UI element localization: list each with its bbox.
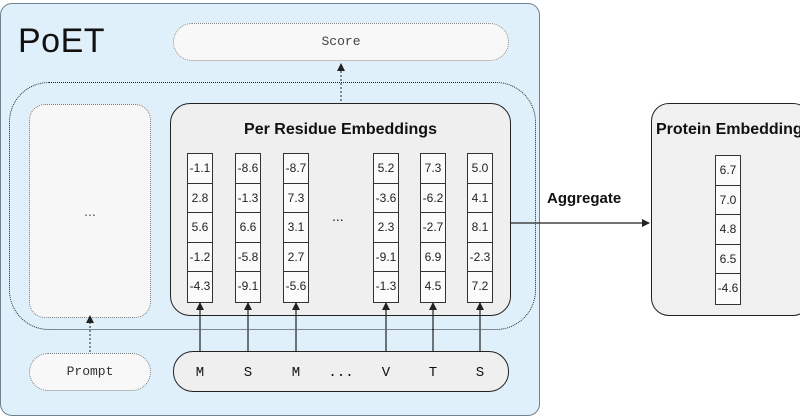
embedding-cell: -1.3 — [236, 184, 260, 214]
embedding-cell: -5.6 — [285, 279, 307, 294]
embedding-cell: -1.1 — [188, 154, 212, 184]
sequence-box — [173, 351, 509, 392]
embedding-cell: -2.3 — [468, 243, 492, 273]
embedding-column: -8.7 7.3 3.1 2.7 -5.6 — [283, 153, 309, 303]
embedding-cell: 7.3 — [421, 154, 445, 184]
embedding-column: -8.6 -1.3 6.6 -5.8 -9.1 — [235, 153, 261, 303]
sequence-token: M — [291, 365, 301, 381]
embedding-column: 5.2 -3.6 2.3 -9.1 -1.3 — [373, 153, 399, 303]
embedding-cell: -9.1 — [374, 243, 398, 273]
embedding-cell: -6.2 — [421, 184, 445, 214]
embedding-cell: -3.6 — [374, 184, 398, 214]
protein-embedding-cell: 4.8 — [716, 215, 740, 245]
embedding-cell: -1.2 — [188, 243, 212, 273]
score-box: Score — [173, 23, 509, 61]
embedding-column: -1.1 2.8 5.6 -1.2 -4.3 — [187, 153, 213, 303]
embedding-cell: 5.2 — [374, 154, 398, 184]
embedding-cell: -4.3 — [189, 279, 211, 294]
embedding-cell: -2.7 — [421, 213, 445, 243]
embedding-gap-ellipsis: ... — [332, 208, 344, 224]
embedding-cell: 3.1 — [284, 213, 308, 243]
protein-embedding-cell: 6.7 — [716, 156, 740, 186]
sequence-token: S — [475, 365, 485, 381]
embedding-cell: 7.3 — [284, 184, 308, 214]
sequence-token: M — [195, 365, 205, 381]
per-residue-embeddings-box — [170, 103, 511, 316]
embedding-column: 5.0 4.1 8.1 -2.3 7.2 — [467, 153, 493, 303]
embedding-column: 7.3 -6.2 -2.7 6.9 4.5 — [420, 153, 446, 303]
protein-embedding-cell: 7.0 — [716, 186, 740, 216]
embedding-cell: 6.9 — [421, 243, 445, 273]
poet-title: PoET — [18, 22, 106, 60]
protein-embedding-cell: 6.5 — [716, 245, 740, 275]
embedding-cell: -5.8 — [236, 243, 260, 273]
sequence-token: ... — [328, 365, 354, 381]
embedding-cell: 5.0 — [468, 154, 492, 184]
embedding-cell: 6.6 — [236, 213, 260, 243]
embedding-cell: 2.3 — [374, 213, 398, 243]
per-residue-title: Per Residue Embeddings — [244, 121, 437, 138]
embedding-cell: 4.5 — [424, 279, 442, 294]
embedding-cell: -8.6 — [236, 154, 260, 184]
protein-embedding-title: Protein Embedding — [656, 121, 800, 138]
aggregate-label: Aggregate — [547, 190, 622, 207]
protein-embedding-column: 6.7 7.0 4.8 6.5 -4.6 — [715, 155, 741, 305]
embedding-cell: -8.7 — [284, 154, 308, 184]
embedding-cell: 2.7 — [284, 243, 308, 273]
embedding-cell: 7.2 — [471, 279, 489, 294]
model-container — [9, 82, 536, 330]
embedding-cell: -1.3 — [375, 279, 397, 294]
sequence-token: T — [428, 365, 438, 381]
sequence-token: V — [381, 365, 391, 381]
embedding-cell: 2.8 — [188, 184, 212, 214]
embedding-cell: 8.1 — [468, 213, 492, 243]
prompt-embedding-box: ... — [29, 104, 151, 318]
embedding-cell: -9.1 — [237, 279, 259, 294]
prompt-box: Prompt — [29, 353, 151, 391]
sequence-token: S — [243, 365, 253, 381]
embedding-cell: 5.6 — [188, 213, 212, 243]
protein-embedding-cell: -4.6 — [717, 281, 739, 296]
embedding-cell: 4.1 — [468, 184, 492, 214]
